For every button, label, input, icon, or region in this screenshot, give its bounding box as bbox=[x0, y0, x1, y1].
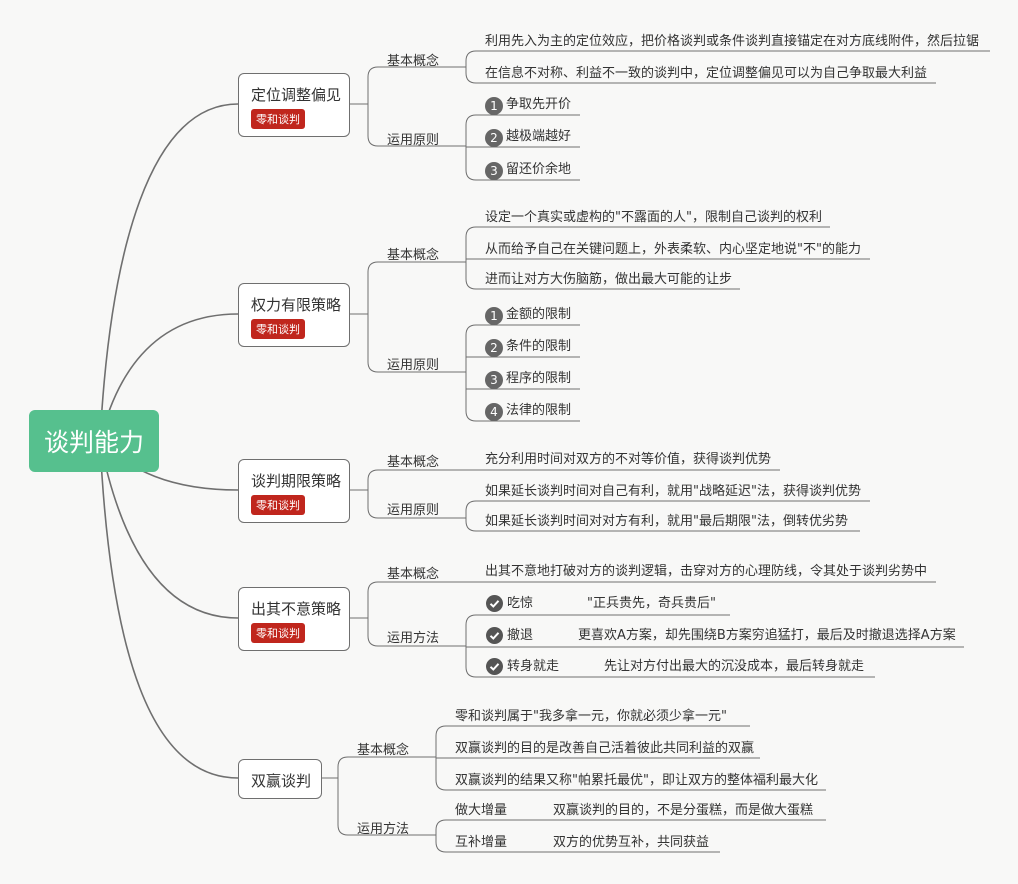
number-3-icon: 3 bbox=[485, 371, 503, 389]
branch-node-deadline[interactable]: 谈判期限策略 零和谈判 bbox=[238, 459, 350, 523]
leaf-text: 从而给予自己在关键问题上，外表柔软、内心坚定地说"不"的能力 bbox=[485, 242, 861, 257]
zero-sum-tag: 零和谈判 bbox=[251, 319, 305, 339]
leaf-text: 争取先开价 bbox=[506, 97, 572, 112]
branch-title: 权力有限策略 bbox=[251, 296, 342, 314]
category-label: 运用方法 bbox=[357, 822, 410, 837]
branch-node-positioning[interactable]: 定位调整偏见 零和谈判 bbox=[238, 73, 350, 137]
leaf-text: 双赢谈判的目的是改善自己活着彼此共同利益的双赢 bbox=[455, 741, 755, 756]
category-label: 运用原则 bbox=[387, 503, 440, 518]
number-1-icon: 1 bbox=[485, 97, 503, 115]
leaf-text: 利用先入为主的定位效应，把价格谈判或条件谈判直接锚定在对方底线附件，然后拉锯 bbox=[485, 34, 980, 49]
check-circle-icon bbox=[486, 627, 503, 644]
category-label: 基本概念 bbox=[387, 455, 440, 470]
leaf-text: 越极端越好 bbox=[506, 129, 572, 144]
leaf-text: 出其不意地打破对方的谈判逻辑，击穿对方的心理防线，令其处于谈判劣势中 bbox=[485, 564, 928, 579]
check-circle-icon bbox=[486, 595, 503, 612]
category-label: 基本概念 bbox=[387, 54, 440, 69]
method-desc: "正兵贵先，奇兵贵后" bbox=[587, 596, 716, 611]
method-name: 吃惊 bbox=[507, 596, 534, 611]
branch-node-surprise[interactable]: 出其不意策略 零和谈判 bbox=[238, 587, 350, 651]
leaf-text: 零和谈判属于"我多拿一元，你就必须少拿一元" bbox=[455, 709, 727, 724]
leaf-text: 留还价余地 bbox=[506, 162, 572, 177]
branch-title: 谈判期限策略 bbox=[251, 472, 342, 490]
leaf-text: 如果延长谈判时间对自己有利，就用"战略延迟"法，获得谈判优势 bbox=[485, 484, 861, 499]
check-circle-icon bbox=[486, 658, 503, 675]
number-3-icon: 3 bbox=[485, 162, 503, 180]
number-1-icon: 1 bbox=[485, 307, 503, 325]
category-label: 基本概念 bbox=[357, 743, 410, 758]
category-label: 运用方法 bbox=[387, 631, 440, 646]
leaf-text: 条件的限制 bbox=[506, 339, 572, 354]
leaf-text: 金额的限制 bbox=[506, 307, 572, 322]
method-name: 互补增量 bbox=[455, 835, 508, 850]
branch-node-win-win[interactable]: 双赢谈判 bbox=[238, 759, 322, 799]
method-desc: 先让对方付出最大的沉没成本，最后转身就走 bbox=[604, 659, 865, 674]
number-4-icon: 4 bbox=[485, 403, 503, 421]
method-desc: 更喜欢A方案，却先围绕B方案穷追猛打，最后及时撤退选择A方案 bbox=[578, 628, 956, 643]
zero-sum-tag: 零和谈判 bbox=[251, 623, 305, 643]
leaf-text: 设定一个真实或虚构的"不露面的人"，限制自己谈判的权利 bbox=[485, 210, 822, 225]
branch-node-limited-authority[interactable]: 权力有限策略 零和谈判 bbox=[238, 283, 350, 347]
leaf-text: 在信息不对称、利益不一致的谈判中，定位调整偏见可以为自己争取最大利益 bbox=[485, 66, 928, 81]
category-label: 运用原则 bbox=[387, 133, 440, 148]
root-label: 谈判能力 bbox=[43, 428, 144, 457]
branch-title: 出其不意策略 bbox=[251, 600, 342, 618]
leaf-text: 进而让对方大伤脑筋，做出最大可能的让步 bbox=[485, 272, 733, 287]
leaf-text: 充分利用时间对双方的不对等价值，获得谈判优势 bbox=[485, 452, 772, 467]
method-desc: 双赢谈判的目的，不是分蛋糕，而是做大蛋糕 bbox=[553, 803, 814, 818]
category-label: 基本概念 bbox=[387, 248, 440, 263]
method-desc: 双方的优势互补，共同获益 bbox=[553, 835, 710, 850]
method-name: 撤退 bbox=[507, 628, 534, 643]
leaf-text: 程序的限制 bbox=[506, 371, 572, 386]
method-name: 转身就走 bbox=[507, 659, 560, 674]
category-label: 基本概念 bbox=[387, 567, 440, 582]
branch-title: 双赢谈判 bbox=[251, 772, 312, 790]
category-label: 运用原则 bbox=[387, 358, 440, 373]
number-2-icon: 2 bbox=[485, 129, 503, 147]
leaf-text: 法律的限制 bbox=[506, 403, 572, 418]
branch-title: 定位调整偏见 bbox=[251, 86, 342, 104]
zero-sum-tag: 零和谈判 bbox=[251, 495, 305, 515]
zero-sum-tag: 零和谈判 bbox=[251, 109, 305, 129]
leaf-text: 如果延长谈判时间对对方有利，就用"最后期限"法，倒转优劣势 bbox=[485, 514, 848, 529]
root-node[interactable]: 谈判能力 bbox=[29, 410, 159, 472]
method-name: 做大增量 bbox=[455, 803, 508, 818]
number-2-icon: 2 bbox=[485, 339, 503, 357]
leaf-text: 双赢谈判的结果又称"帕累托最优"，即让双方的整体福利最大化 bbox=[455, 773, 818, 788]
